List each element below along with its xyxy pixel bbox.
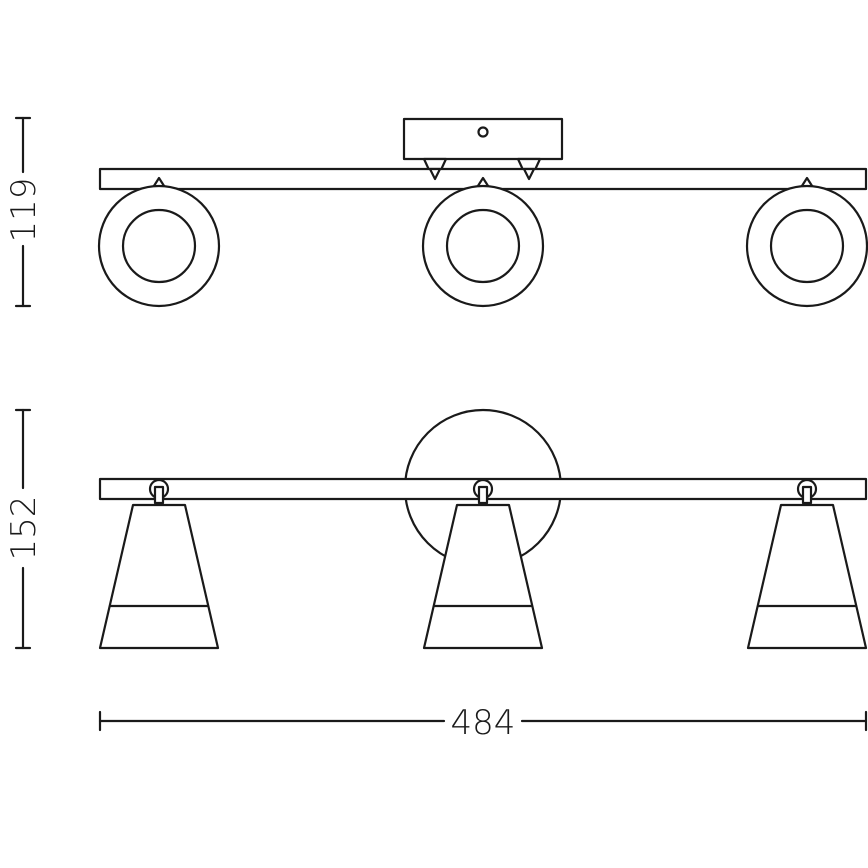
connector-right-overlay (522, 167, 536, 181)
connector-left-overlay (428, 167, 442, 181)
spot-top-right (745, 176, 868, 308)
screw-hole (477, 126, 489, 138)
spot-top-left (97, 176, 221, 308)
front-view (98, 408, 868, 650)
spot-front-left (98, 478, 220, 650)
top-view (97, 117, 868, 308)
spot-front-right (746, 478, 868, 650)
dimension-label-484: 484 (451, 703, 516, 743)
spot-front-center (422, 478, 544, 650)
mounting-box (402, 117, 564, 161)
dimension-height-top: 119 (4, 116, 44, 308)
dimension-label-119: 119 (4, 178, 44, 243)
dimension-height-front: 152 (4, 408, 44, 650)
dimension-label-152: 152 (4, 496, 44, 561)
spot-top-center (421, 176, 545, 308)
dimension-total-width: 484 (98, 703, 868, 743)
